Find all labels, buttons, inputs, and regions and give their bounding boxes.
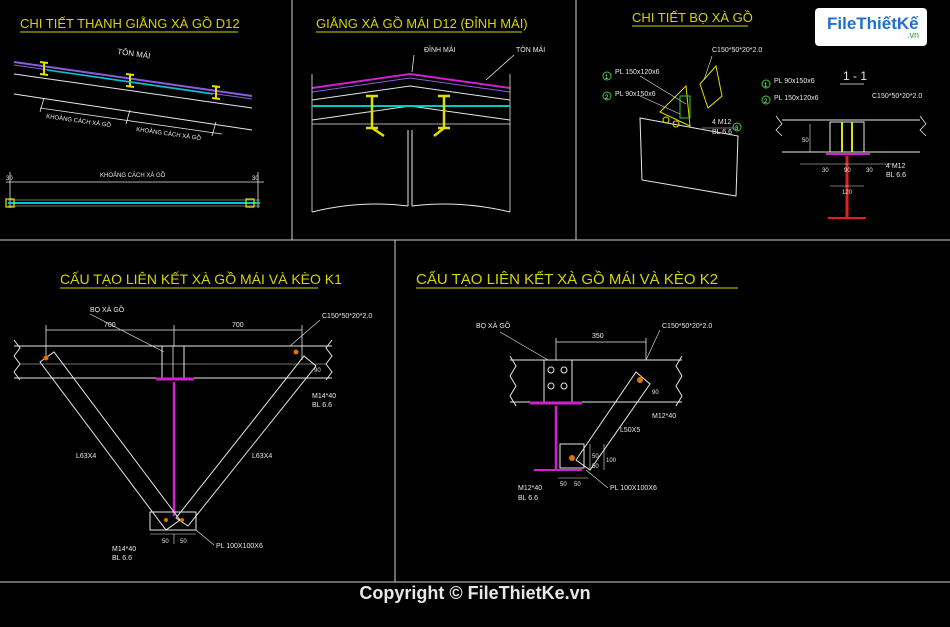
panel-4-title: CẤU TẠO LIÊN KẾT XÀ GỒ MÁI VÀ KÈO K1	[60, 270, 342, 287]
plate-spec-c: PL 90x150x6	[774, 78, 815, 85]
weld-spec-k1: BL 6.6	[312, 402, 332, 409]
callout-5: 2	[764, 99, 768, 105]
logo-badge	[815, 8, 927, 46]
section-1-1-drawing	[775, 115, 927, 219]
callout-circles-right	[761, 79, 771, 105]
k2-bolt-top	[637, 377, 643, 383]
dim-700-right: 700	[232, 322, 244, 329]
k2-bracket	[530, 359, 582, 471]
plate-spec-k1: PL 100X100X6	[216, 543, 263, 550]
panel-ridge-tie: GIẰNG XÀ GỒ MÁI D12 (ĐỈNH MÁI) ĐỈNH MÁI …	[311, 16, 545, 213]
dim-120: 120	[842, 190, 853, 196]
bottom-bolt-k2: M12*40	[518, 485, 542, 492]
panel-k2-connection: CẤU TẠO LIÊN KẾT XÀ GỒ MÁI VÀ KÈO K2 BỌ …	[416, 270, 738, 502]
tie-rod-d12	[46, 69, 214, 95]
panel-borders	[0, 0, 950, 583]
dim-50-k2-b: 50	[592, 464, 599, 470]
panel-purlin-bracket-detail: CHI TIẾT BỌ XÀ GỒ C150*50*20*2.0 1 2 3 P…	[602, 10, 927, 219]
bolt-spec-a: 4 M12	[712, 119, 732, 126]
panel-2-title: GIẰNG XÀ GỒ MÁI D12 (ĐỈNH MÁI)	[316, 16, 528, 31]
k2-top-chord	[509, 355, 683, 407]
callout-4: 1	[764, 83, 768, 89]
k2-top-dimension	[555, 338, 647, 360]
weld-spec-b: BL 6.6	[886, 172, 906, 179]
purlin-spec-left: C150*50*20*2.0	[712, 47, 762, 54]
dim-50-k1-a: 50	[162, 539, 169, 545]
callout-circles-left	[602, 71, 742, 132]
angle-k2: L50X5	[620, 427, 640, 434]
callout-2: 2	[605, 95, 609, 101]
bolt-spec-k1: M14*40	[312, 393, 336, 400]
bottom-bolt-k1: M14*40	[112, 546, 136, 553]
ridge-purlins	[366, 94, 450, 138]
k2-bolt-bottom	[569, 455, 575, 461]
dim-350: 350	[592, 333, 604, 340]
dim-50-k2-c: 50	[560, 482, 567, 488]
k1-bottom-plate	[149, 511, 197, 544]
panel-5-title: CẤU TẠO LIÊN KẾT XÀ GỒ MÁI VÀ KÈO K2	[416, 270, 718, 288]
bolt-spec-k2: M12*40	[652, 413, 676, 420]
dim-left-30: 30	[6, 176, 13, 182]
angle-left-k1: L63X4	[76, 453, 96, 460]
spacing-dimension	[39, 97, 223, 137]
plate-spec-d: PL 150x120x6	[774, 95, 819, 102]
dim-50-k2-d: 50	[574, 482, 581, 488]
bottom-weld-k2: BL 6.6	[518, 495, 538, 502]
brand-logo: FileThiếtKế .vn	[815, 8, 927, 48]
purlin-spec-k2: C150*50*20*2.0	[662, 323, 712, 330]
weld-spec-a: BL 6.6	[712, 129, 732, 136]
dim-50-section: 50	[802, 138, 809, 144]
panel-3-title: CHI TIẾT BỌ XÀ GỒ	[632, 10, 753, 25]
dim-50-k1-b: 50	[180, 539, 187, 545]
panel-k1-connection: CẤU TẠO LIÊN KẾT XÀ GỒ MÁI VÀ KÈO K1 BỌ …	[13, 270, 372, 562]
plate-spec-a: PL 150x120x6	[615, 69, 660, 76]
k1-top-dimension	[45, 325, 303, 360]
k2-bolts	[547, 366, 568, 390]
dim-30-b: 30	[866, 168, 873, 174]
dim-700-left: 700	[104, 322, 116, 329]
bracket-isometric	[639, 55, 739, 197]
k1-bracket-plate	[156, 345, 194, 516]
dim-90-k1: 90	[314, 368, 321, 374]
logo-name: FileThiếtKế	[827, 14, 919, 33]
k2-bottom-dimensions	[558, 444, 605, 479]
dim-50-k2-a: 50	[592, 454, 599, 460]
spacing-label-3: KHOẢNG CÁCH XÀ GỒ	[100, 172, 166, 179]
purlin-sections	[39, 61, 221, 100]
plate-spec-k2: PL 100X100X6	[610, 485, 657, 492]
callout-1: 1	[605, 75, 609, 81]
bracket-label-k2: BỌ XÀ GỒ	[476, 320, 511, 330]
roof-label-2: TÔN MÁI	[516, 45, 545, 54]
angle-right-k1: L63X4	[252, 453, 272, 460]
ridge-roof-sheet	[311, 72, 511, 213]
bracket-label-k1: BỌ XÀ GỒ	[90, 304, 125, 314]
rafter-beam	[13, 73, 253, 131]
dim-90-k2: 90	[652, 390, 659, 396]
callout-3: 3	[735, 126, 739, 132]
tie-rod-plan	[5, 172, 264, 208]
section-label: 1 - 1	[843, 69, 867, 83]
dim-30-a: 30	[822, 168, 829, 174]
bottom-weld-k1: BL 6.6	[112, 555, 132, 562]
dim-90: 90	[844, 168, 851, 174]
k1-bolts	[43, 349, 299, 522]
purlin-spec-k1: C150*50*20*2.0	[322, 313, 372, 320]
ridge-label: ĐỈNH MÁI	[424, 45, 456, 54]
dim-100-k2: 100	[606, 458, 617, 464]
k2-diagonal-angle	[559, 371, 651, 471]
copyright-notice: Copyright © FileThietKe.vn	[359, 583, 591, 603]
bolt-spec-b: 4 M12	[886, 163, 906, 170]
purlin-spec-right: C150*50*20*2.0	[872, 93, 922, 100]
plate-spec-b: PL 90x150x6	[615, 91, 656, 98]
panel-1-title: CHI TIẾT THANH GIẰNG XÀ GỒ D12	[20, 16, 240, 31]
dim-right-30: 30	[252, 176, 259, 182]
logo-domain: .vn	[906, 30, 919, 40]
